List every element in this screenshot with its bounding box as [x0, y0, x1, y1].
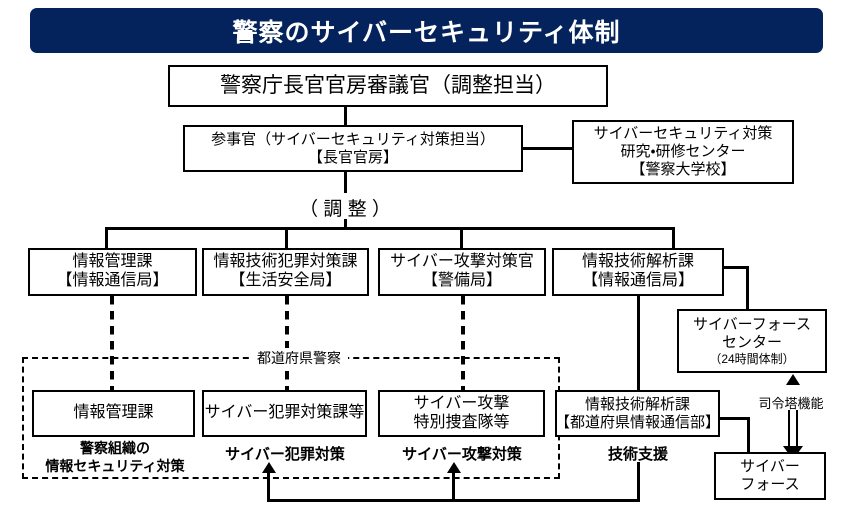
connector-pref-analysis-cf-v: [747, 417, 750, 452]
drop-line-it-crime: [285, 227, 288, 249]
node-research-center-line-2: 研究・研修センター: [620, 143, 746, 161]
arrow-cyber-force-to-center-icon: [786, 374, 800, 385]
node-commissioner-line-1: 警察庁長官官房審議官（調整担当）: [220, 73, 556, 97]
node-it-crime: 情報技術犯罪対策課 【生活安全局】: [202, 248, 369, 296]
node-cyber-attack-officer-line-1: サイバー攻撃対策官: [390, 253, 534, 271]
connector-commissioner-councillor: [344, 107, 347, 125]
node-pref-cyber-crime-line-1: サイバー犯罪対策課等: [204, 404, 365, 422]
node-cyber-force-center-sub: （24時間体制）: [709, 351, 795, 366]
drop-line-cyber-attack-officer: [460, 227, 463, 249]
caption-cyber-attack-text: サイバー攻撃対策: [402, 446, 522, 463]
drop-line-info-management: [105, 227, 108, 249]
support-riser-cyber-crime: [267, 472, 270, 501]
distribution-bus: [105, 227, 675, 230]
connector-pref-analysis-cf-h: [720, 417, 750, 420]
caption-security-measures-line-2: 情報セキュリティ対策: [45, 457, 185, 474]
node-cyber-force-center-line-1: サイバーフォース: [692, 316, 812, 334]
node-research-center-line-3: 【警察大学校】: [630, 160, 736, 178]
node-cyber-force: サイバー フォース: [714, 452, 826, 500]
support-riser-cyber-attack: [452, 472, 455, 501]
node-it-analysis: 情報技術解析課 【情報通信局】: [552, 248, 724, 296]
connector-councillor-coordination: [344, 172, 347, 193]
node-pref-it-analysis-line-2: 【都道府県情報通信部】: [555, 413, 721, 431]
node-info-management: 情報管理課 【情報通信局】: [28, 248, 197, 296]
coordination-label: （ 調 整 ）: [285, 194, 405, 221]
command-function-label: 司令塔機能: [743, 393, 839, 412]
node-it-analysis-line-1: 情報技術解析課: [581, 253, 694, 271]
coordination-label-text: （ 調 整 ）: [299, 199, 391, 220]
support-arrow-cyber-attack-icon: [447, 462, 461, 473]
node-it-crime-line-2: 【生活安全局】: [229, 272, 342, 289]
connector-it-analysis-cfc-h: [724, 266, 749, 269]
caption-cyber-crime-measures: サイバー犯罪対策: [195, 443, 375, 464]
connector-it-analysis-cfc-v: [746, 266, 749, 309]
dashed-link-info-management: [110, 296, 114, 390]
node-pref-cyber-crime: サイバー犯罪対策課等: [202, 390, 367, 437]
node-pref-it-analysis-line-1: 情報技術解析課: [584, 395, 690, 413]
node-cyber-force-center: サイバーフォース センター （24時間体制）: [677, 309, 827, 373]
support-line-down: [637, 462, 640, 502]
node-pref-it-analysis: 情報技術解析課 【都道府県情報通信部】: [555, 390, 720, 437]
command-arrow-shaft: [788, 410, 798, 448]
node-commissioner: 警察庁長官官房審議官（調整担当）: [168, 65, 608, 107]
node-councillor-line-2: 【長官官房】: [307, 148, 398, 166]
node-info-management-line-2: 【情報通信局】: [56, 272, 169, 289]
prefectural-police-region-label: 都道府県警察: [250, 348, 348, 368]
caption-technical-support: 技術支援: [578, 443, 698, 464]
dashed-link-it-crime: [285, 296, 289, 390]
node-cyber-force-center-line-2: センター: [721, 333, 782, 351]
node-pref-info-management-line-1: 情報管理課: [73, 404, 154, 422]
node-pref-cyber-attack: サイバー攻撃 特別捜査隊等: [378, 390, 545, 437]
node-research-center-line-1: サイバーセキュリティ対策: [593, 125, 773, 143]
node-it-analysis-line-2: 【情報通信局】: [581, 272, 694, 289]
caption-technical-support-text: 技術支援: [607, 446, 668, 463]
node-councillor-line-1: 参事官（サイバーセキュリティ対策担当）: [211, 130, 495, 148]
node-cyber-attack-officer: サイバー攻撃対策官 【警備局】: [378, 248, 546, 296]
node-councillor: 参事官（サイバーセキュリティ対策担当） 【長官官房】: [183, 125, 523, 172]
dashed-link-cyber-attack: [461, 296, 465, 390]
node-research-training-center: サイバーセキュリティ対策 研究・研修センター 【警察大学校】: [572, 120, 794, 184]
node-cyber-force-line-1: サイバー: [740, 458, 800, 476]
node-pref-info-management: 情報管理課: [32, 390, 195, 437]
caption-security-measures: 警察組織の 情報セキュリティ対策: [20, 440, 210, 475]
connector-it-analysis-pref: [637, 296, 640, 390]
node-pref-cyber-attack-line-1: サイバー攻撃: [413, 394, 510, 412]
drop-line-it-analysis: [672, 227, 675, 249]
page-title: 警察のサイバーセキュリティ体制: [30, 8, 823, 53]
node-pref-cyber-attack-line-2: 特別捜査隊等: [413, 413, 510, 431]
caption-cyber-attack-measures: サイバー攻撃対策: [372, 443, 552, 464]
caption-cyber-crime-text: サイバー犯罪対策: [225, 446, 345, 463]
node-cyber-force-line-2: フォース: [740, 476, 800, 493]
node-info-management-line-1: 情報管理課: [72, 253, 153, 271]
command-function-text: 司令塔機能: [758, 396, 824, 411]
support-arrow-cyber-crime-icon: [262, 462, 276, 473]
node-it-crime-line-1: 情報技術犯罪対策課: [213, 253, 358, 271]
caption-security-measures-line-1: 警察組織の: [80, 440, 150, 456]
connector-coordination-bus: [344, 219, 347, 230]
node-cyber-attack-officer-line-2: 【警備局】: [421, 272, 502, 289]
connector-councillor-research-center: [523, 147, 572, 150]
